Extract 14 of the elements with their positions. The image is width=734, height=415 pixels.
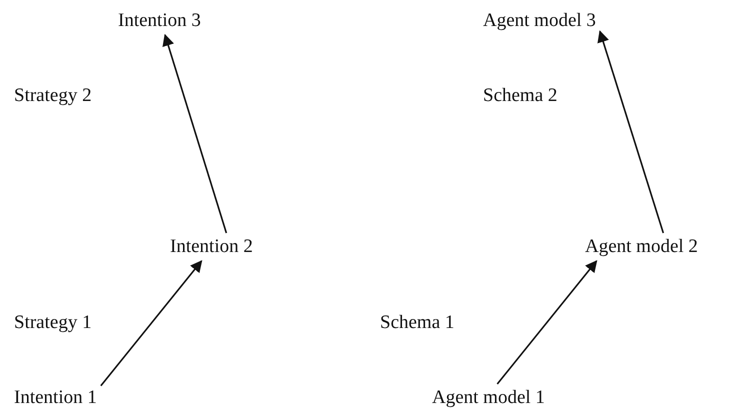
arrow bbox=[496, 260, 598, 384]
arrow bbox=[162, 34, 228, 234]
label-text: Strategy 2 bbox=[14, 85, 92, 107]
node-text: Intention 1 bbox=[10, 384, 101, 412]
node-text: Agent model 2 bbox=[581, 233, 702, 261]
label-text: Schema 2 bbox=[483, 85, 558, 107]
label-text: Strategy 1 bbox=[14, 312, 92, 334]
label-text: Schema 1 bbox=[380, 312, 454, 334]
node-text: Agent model 1 bbox=[428, 384, 549, 412]
arrow bbox=[100, 260, 202, 386]
arrow bbox=[597, 30, 664, 234]
node-text: Agent model 3 bbox=[479, 7, 600, 35]
node-text: Intention 2 bbox=[166, 233, 257, 261]
node-text: Intention 3 bbox=[114, 7, 205, 35]
